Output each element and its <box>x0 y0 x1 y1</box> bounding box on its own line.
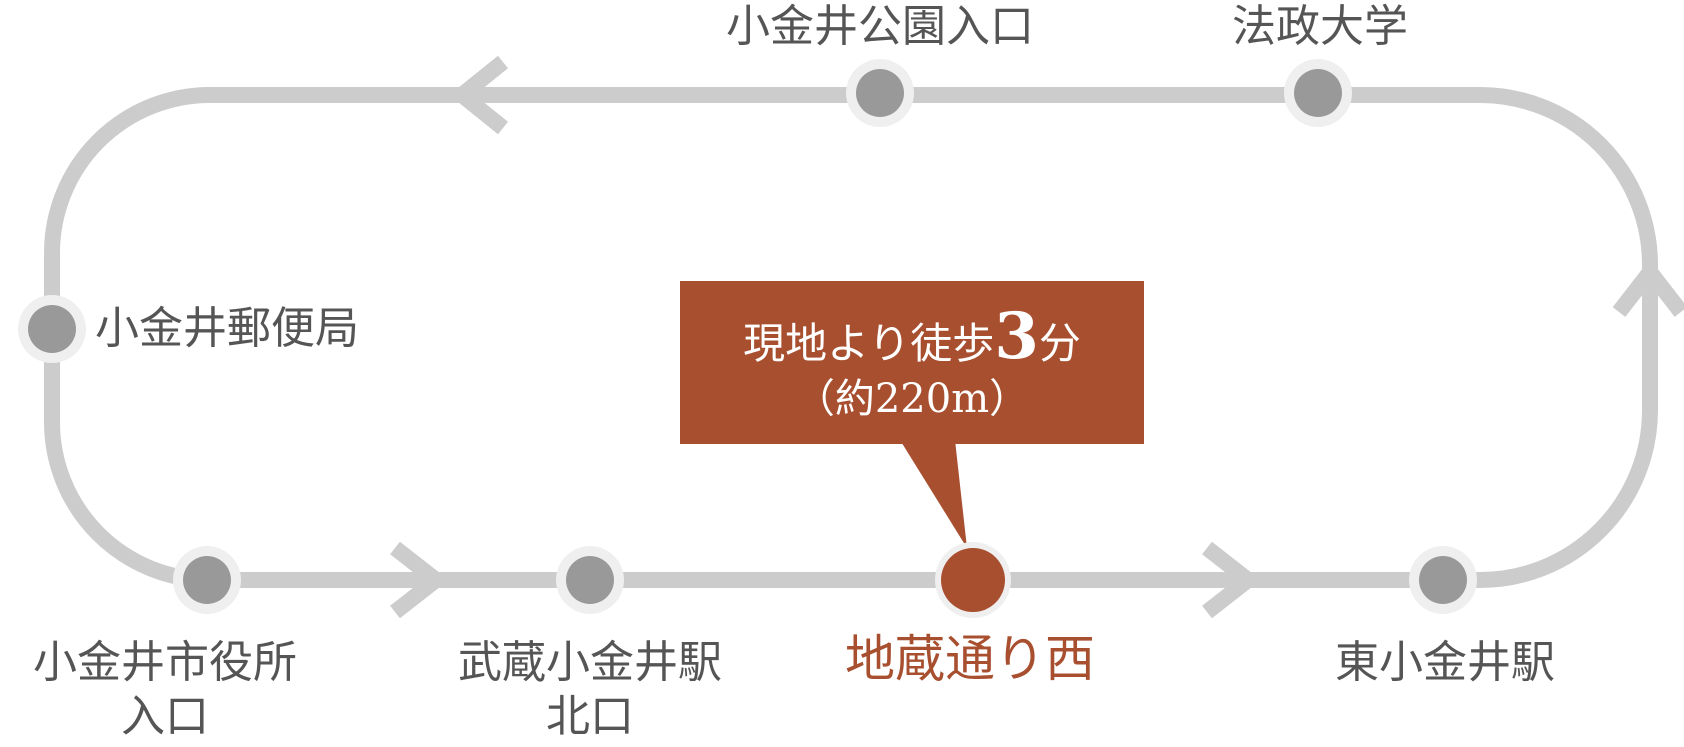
stop-marker-higashi-koganei-eki <box>1409 546 1477 614</box>
stop-label-line2: 北口 <box>546 691 634 742</box>
walking-minutes: 3 <box>994 299 1039 374</box>
stop-label-musashi-koganei-eki: 武蔵小金井駅 北口 <box>420 636 760 744</box>
stop-label-koganei-koen-iriguchi: 小金井公園入口 <box>726 1 1034 52</box>
stop-label-higashi-koganei-eki: 東小金井駅 <box>1335 637 1555 688</box>
stop-label-hosei-daigaku: 法政大学 <box>1232 1 1408 52</box>
stop-label-line2: 入口 <box>121 691 209 742</box>
direction-arrow-right-icon <box>1202 541 1262 619</box>
stop-marker-jizo-dori-nishi <box>935 542 1011 618</box>
walking-time-text: 現地より徒歩3分 <box>680 305 1144 374</box>
direction-arrow-left-icon <box>449 55 509 135</box>
stop-marker-koganei-yubinkyoku <box>18 295 86 363</box>
walking-distance: （約220m） <box>794 376 1030 422</box>
stop-label-line1: 小金井市役所 <box>33 637 297 688</box>
stop-marker-koganei-koen-iriguchi <box>846 59 914 127</box>
stop-label-line1: 武蔵小金井駅 <box>458 637 722 688</box>
stop-marker-musashi-koganei-eki <box>556 546 624 614</box>
stop-label-koganei-shiyakusho: 小金井市役所 入口 <box>0 636 330 744</box>
stop-marker-koganei-shiyakusho <box>173 546 241 614</box>
stop-label-jizo-dori-nishi: 地蔵通り西 <box>845 630 1095 688</box>
callout-pointer <box>900 440 967 548</box>
walking-unit: 分 <box>1038 319 1081 368</box>
route-loop-line <box>44 87 1658 588</box>
direction-arrow-up-icon <box>1612 258 1684 317</box>
stop-label-koganei-yubinkyoku: 小金井郵便局 <box>95 303 359 354</box>
stop-marker-hosei-daigaku <box>1284 59 1352 127</box>
walking-time-callout: 現地より徒歩3分 （約220m） <box>680 281 1144 444</box>
direction-arrow-right-icon <box>390 541 450 619</box>
walking-prefix: 現地より徒歩 <box>743 319 995 368</box>
